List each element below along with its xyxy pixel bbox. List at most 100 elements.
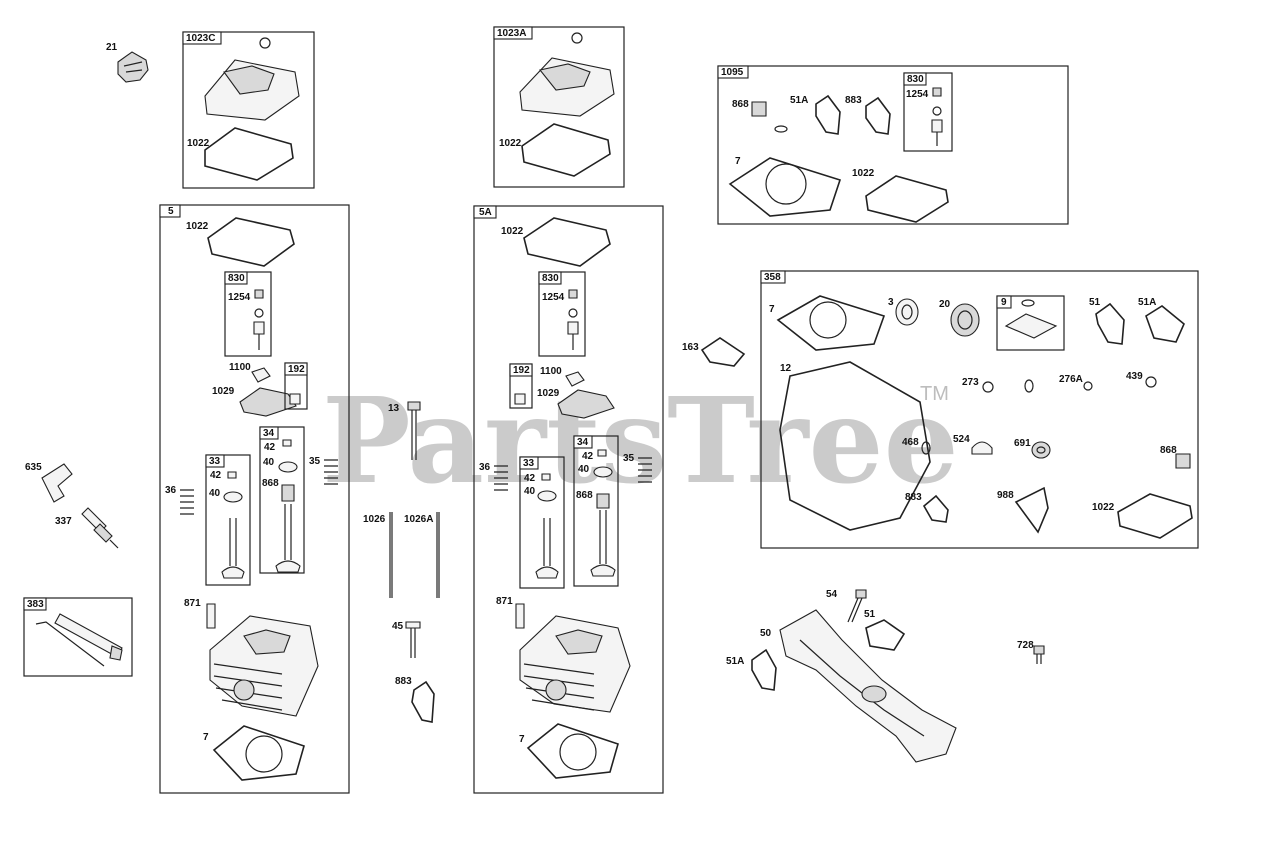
part-383-spark-plug-wrench[interactable] [35,613,123,667]
label-1095: 1095 [721,67,744,78]
spring-35-a[interactable] [324,459,338,485]
gasket-883-a[interactable] [411,680,435,723]
plug-524[interactable] [971,441,993,455]
gasket-1022-b[interactable] [521,123,611,177]
crankcase-gasket-12[interactable] [779,361,931,531]
label-9: 9 [1001,297,1007,308]
washer-273[interactable] [982,381,994,393]
valve-cover-1023C[interactable] [204,37,300,121]
gasket-883-c[interactable] [922,494,949,523]
head-gasket-7-c[interactable] [728,157,842,217]
cylinder-head-b[interactable] [519,615,631,713]
kit-9-box[interactable] [996,295,1065,351]
valve-intake-b[interactable] [535,473,559,579]
spring-36-b[interactable] [494,465,508,491]
kit-1095-box[interactable] [717,65,1069,225]
washer-1095[interactable] [774,125,788,133]
washer-small[interactable] [1024,379,1034,393]
kit-5-box[interactable] [159,204,350,794]
label-5A: 5A [479,207,492,218]
valve-intake-a[interactable] [221,471,245,579]
head-gasket-7-b[interactable] [526,723,619,779]
gasket-51-a[interactable] [1095,302,1125,345]
gasket-1022-e[interactable] [865,175,949,223]
gasket-883-b[interactable] [865,96,891,135]
gasket-51-b[interactable] [865,619,906,651]
rocker-stud-b[interactable] [567,289,579,350]
valve-exhaust-a[interactable] [275,439,301,573]
seal-868-d[interactable] [1175,453,1191,469]
label-728: 728 [1017,640,1034,651]
oil-seal-20[interactable] [950,303,980,337]
part-337-spark-plug[interactable] [81,507,119,549]
label-635: 635 [25,462,42,473]
label-1254-a: 1254 [228,292,251,303]
label-1026A: 1026A [404,514,433,525]
gasket-1022-f[interactable] [1117,493,1193,539]
stud-45[interactable] [405,621,421,658]
rocker-arm-1029-a[interactable] [239,387,297,417]
valve-cover-1023A[interactable] [519,32,615,117]
label-13: 13 [388,403,400,414]
part-21-breather[interactable] [117,51,149,83]
washer-439[interactable] [1145,376,1157,388]
label-883-c: 883 [905,492,922,503]
gasket-1022-a[interactable] [204,127,294,181]
kit-830-box-c[interactable] [903,72,953,152]
label-868-d: 868 [1160,445,1177,456]
part-192-a[interactable] [289,393,301,405]
rocker-stud-a[interactable] [253,289,265,350]
gasket-163[interactable] [700,337,746,367]
gasket-1022-c[interactable] [207,217,295,267]
part-635-spark-plug-boot[interactable] [41,463,73,503]
cylinder-head-a[interactable] [209,615,319,717]
spring-35-b[interactable] [638,457,652,483]
washer-276A[interactable] [1083,381,1093,391]
guide-871-b[interactable] [515,603,525,629]
rocker-arm-1029-b[interactable] [557,389,615,419]
part-192-b[interactable] [514,393,526,405]
kit-5A-box[interactable] [473,205,664,794]
gasket-51A-c[interactable] [751,648,777,691]
kit-830-box-b[interactable] [538,271,586,357]
seal-691[interactable] [1031,441,1051,459]
bolt-13[interactable] [407,401,421,460]
kit-358-box[interactable] [760,270,1199,549]
label-524: 524 [953,434,970,445]
guide-871-a[interactable] [206,603,216,629]
kit-33-box-b[interactable] [519,456,565,589]
rocker-stud-c[interactable] [931,87,943,146]
watermark: PartsTree [322,371,959,510]
bolt-54[interactable] [847,589,867,623]
seal-868-c[interactable] [751,101,767,117]
gasket-1022-d[interactable] [523,217,611,267]
label-1029-b: 1029 [537,388,560,399]
label-1100-a: 1100 [229,362,251,373]
washer-468[interactable] [921,441,931,455]
part-1100-b[interactable] [565,371,585,387]
kit-34-box-a[interactable] [259,426,305,574]
kit-830-box-a[interactable] [224,271,272,357]
part-9-gasket[interactable] [1004,313,1058,339]
bolt-728[interactable] [1033,645,1045,664]
pushrod-1026A[interactable] [436,512,440,598]
part-1100-a[interactable] [251,367,271,383]
valve-exhaust-b[interactable] [590,449,616,577]
pushrod-1026[interactable] [389,512,393,598]
gasket-988[interactable] [1014,486,1049,534]
label-1100-b: 1100 [540,366,562,377]
kit-33-box-a[interactable] [205,454,251,586]
intake-manifold-50[interactable] [779,609,957,763]
label-35-a: 35 [309,456,321,467]
label-51-a: 51 [1089,297,1101,308]
kit-383-box[interactable] [23,597,133,677]
gasket-51A-a[interactable] [815,94,841,135]
kit-1023A-box[interactable] [493,26,625,188]
kit-1023C-box[interactable] [182,31,315,189]
kit-34-box-b[interactable] [573,435,619,587]
spring-36-a[interactable] [180,489,194,515]
gasket-51A-b[interactable] [1145,305,1185,343]
oil-seal-3[interactable] [895,298,919,326]
head-gasket-7-d[interactable] [776,295,886,351]
head-gasket-7-a[interactable] [212,725,305,781]
